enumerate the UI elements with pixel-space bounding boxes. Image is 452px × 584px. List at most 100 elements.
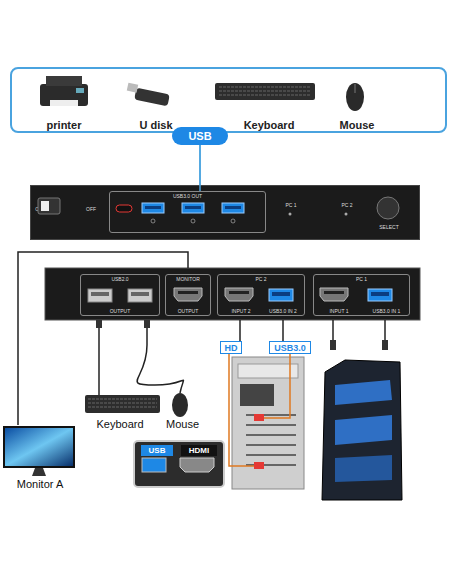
panel-ports bbox=[222, 203, 244, 213]
node-text: SELECT bbox=[372, 224, 406, 230]
panel-ports bbox=[289, 213, 292, 216]
port-group: USB2.0OUTPUT bbox=[80, 274, 160, 316]
keyboard-device bbox=[88, 399, 157, 407]
pc-tower bbox=[229, 354, 256, 466]
usb-cable bbox=[200, 145, 201, 186]
keyboard-cable bbox=[96, 320, 102, 328]
panel-ports bbox=[182, 203, 204, 213]
mouse-cable bbox=[137, 320, 183, 393]
pc2-cables bbox=[239, 320, 241, 341]
pc1-cables bbox=[384, 320, 386, 340]
node-text: MONITOR bbox=[166, 276, 210, 282]
panel-ports bbox=[345, 213, 348, 216]
pc1-cables bbox=[382, 340, 388, 350]
panel-ports bbox=[41, 201, 49, 211]
panel-ports bbox=[225, 288, 253, 301]
node-text: USB3.0 IN 2 bbox=[262, 308, 304, 314]
keyboard-device bbox=[85, 395, 160, 413]
panel-ports bbox=[142, 203, 164, 213]
u-disk-icon bbox=[127, 83, 170, 107]
gaming-tower bbox=[322, 360, 402, 500]
usb-cable bbox=[199, 145, 201, 186]
node-text: ON bbox=[31, 206, 47, 212]
panel-ports bbox=[174, 288, 202, 301]
u-disk-icon bbox=[127, 83, 138, 93]
pc-tower bbox=[254, 414, 264, 421]
keyboard-icon bbox=[215, 83, 315, 100]
pc1-cables bbox=[332, 320, 334, 340]
usb-out-group: USB3.0 OUT bbox=[109, 191, 266, 233]
node-text: PC 2 bbox=[218, 276, 304, 282]
panel-ports bbox=[142, 458, 166, 472]
panel-ports bbox=[180, 458, 214, 472]
port-group: MONITOR OUTPUT bbox=[165, 274, 211, 316]
panel-ports bbox=[229, 291, 249, 294]
keyboard-icon bbox=[215, 83, 315, 100]
node-text: HDMI bbox=[181, 445, 217, 456]
monitor-device bbox=[3, 426, 75, 476]
pc-tower bbox=[238, 364, 298, 378]
mouse-device bbox=[172, 393, 188, 417]
node-text: OUTPUT bbox=[166, 308, 210, 314]
device-label: Mouse bbox=[160, 418, 205, 430]
printer-icon bbox=[40, 76, 88, 106]
gaming-tower bbox=[335, 455, 392, 482]
gaming-tower bbox=[335, 380, 392, 405]
port-inset: USBHDMI bbox=[133, 440, 225, 488]
mouse-cable bbox=[137, 320, 183, 393]
back-panel bbox=[45, 268, 420, 320]
pc-tower bbox=[232, 357, 304, 489]
gaming-tower bbox=[322, 360, 402, 500]
pc-tower bbox=[262, 354, 290, 418]
panel-ports bbox=[151, 219, 155, 223]
panel-ports bbox=[88, 289, 112, 302]
cable-tag: HD bbox=[220, 341, 242, 354]
mouse-icon bbox=[346, 83, 364, 111]
monitor-device bbox=[32, 468, 46, 476]
keyboard-cable bbox=[98, 320, 100, 395]
pc-tower bbox=[254, 462, 264, 469]
node-text: OFF bbox=[81, 206, 101, 212]
device-group-box: printerU diskKeyboardMouse bbox=[10, 67, 447, 133]
panel-ports bbox=[185, 206, 201, 209]
pc1-cables bbox=[330, 340, 336, 350]
monitor-device bbox=[3, 426, 75, 468]
node-text: PC 2 bbox=[335, 202, 359, 208]
panel-ports bbox=[116, 205, 132, 212]
port-group: PC 1INPUT 1USB3.0 IN 1 bbox=[313, 274, 410, 316]
gaming-tower bbox=[335, 415, 392, 445]
cable-tag: USB3.0 bbox=[269, 341, 311, 354]
u-disk-icon bbox=[134, 88, 170, 107]
panel-ports bbox=[368, 289, 392, 301]
node-text: PC 1 bbox=[314, 276, 409, 282]
pc-tower bbox=[229, 354, 304, 489]
mouse-icon bbox=[355, 84, 356, 93]
node-text: USB3.0 bbox=[270, 343, 310, 353]
printer-icon bbox=[46, 76, 82, 86]
printer-icon bbox=[50, 100, 78, 106]
panel-ports bbox=[131, 292, 149, 296]
node-text: INPUT 2 bbox=[218, 308, 264, 314]
usb-pill: USB bbox=[172, 127, 228, 145]
monitor-cable bbox=[18, 252, 188, 425]
panel-ports bbox=[320, 288, 348, 301]
node-text: USB bbox=[172, 130, 228, 142]
monitor-device bbox=[5, 428, 73, 466]
node-text: USB3.0 IN 1 bbox=[364, 308, 409, 314]
device-label: Monitor A bbox=[0, 478, 80, 490]
panel-ports bbox=[377, 197, 399, 219]
pc-tower bbox=[240, 384, 274, 406]
kvm-front-panel: ONOFFPC 1PC 2SELECTUSB3.0 OUT bbox=[30, 185, 420, 240]
pc2-cables bbox=[282, 320, 284, 341]
keyboard-device bbox=[85, 395, 160, 413]
panel-ports bbox=[269, 289, 293, 301]
panel-ports bbox=[231, 219, 235, 223]
panel-ports bbox=[324, 291, 344, 294]
keyboard-icon bbox=[219, 87, 311, 95]
node-text: USB2.0 bbox=[81, 276, 159, 282]
printer-icon bbox=[40, 84, 88, 106]
usb-connector bbox=[199, 145, 201, 191]
